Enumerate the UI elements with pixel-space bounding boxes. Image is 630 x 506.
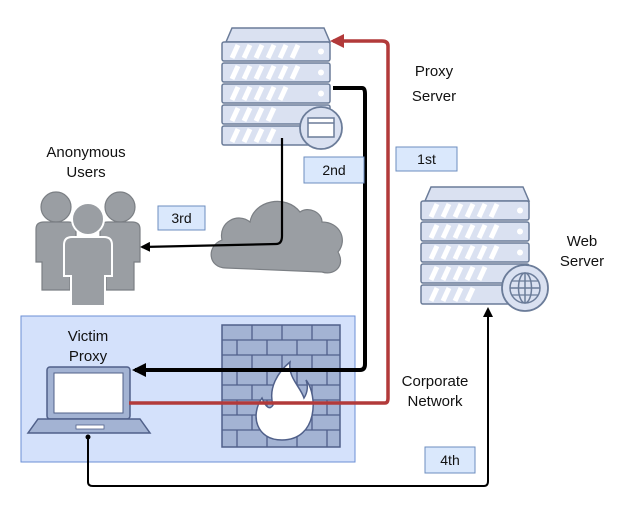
victim-proxy-label: Victim Proxy [68, 328, 109, 365]
step-label-1st: 1st [395, 146, 458, 172]
web-server-label: Web Server [560, 233, 604, 270]
victim-proxy-label-line-1: Victim [68, 328, 109, 345]
laptop-icon [26, 366, 152, 434]
arrow-step-4 [87, 307, 493, 487]
firewall-icon [221, 324, 341, 448]
anonymous-users-label: Anonymous Users [46, 144, 125, 181]
arrow-step-4-start [85, 434, 91, 440]
user-group-icon [35, 191, 141, 307]
proxy-server-label-line-2: Server [412, 88, 456, 105]
step-text-2nd: 2nd [322, 162, 345, 178]
victim-proxy-label-line-2: Proxy [69, 348, 108, 365]
arrow-step-2 [132, 86, 367, 377]
globe-icon [501, 264, 549, 312]
proxy-server-label: Proxy Server [412, 63, 456, 105]
arrow-step-1 [129, 34, 390, 405]
step-text-3rd: 3rd [171, 210, 191, 226]
corporate-network-label-line-1: Corporate [402, 373, 469, 390]
step-text-1st: 1st [417, 151, 436, 167]
proxy-server-label-line-1: Proxy [415, 63, 454, 80]
step-label-4th: 4th [424, 446, 476, 474]
browser-window-icon [299, 106, 343, 150]
corporate-network-label-line-2: Network [407, 393, 463, 410]
corporate-network-label: Corporate Network [402, 373, 469, 410]
web-server-label-line-1: Web [567, 233, 598, 250]
step-text-4th: 4th [440, 452, 459, 468]
anonymous-users-label-line-1: Anonymous [46, 144, 125, 161]
step-label-3rd: 3rd [157, 205, 206, 231]
proxy-server-icon [221, 27, 332, 146]
cloud-icon [210, 200, 343, 274]
arrow-step-3 [140, 138, 284, 252]
web-server-label-line-2: Server [560, 253, 604, 270]
anonymous-users-label-line-2: Users [66, 164, 105, 181]
web-server-icon [420, 186, 531, 305]
step-label-2nd: 2nd [303, 156, 365, 184]
